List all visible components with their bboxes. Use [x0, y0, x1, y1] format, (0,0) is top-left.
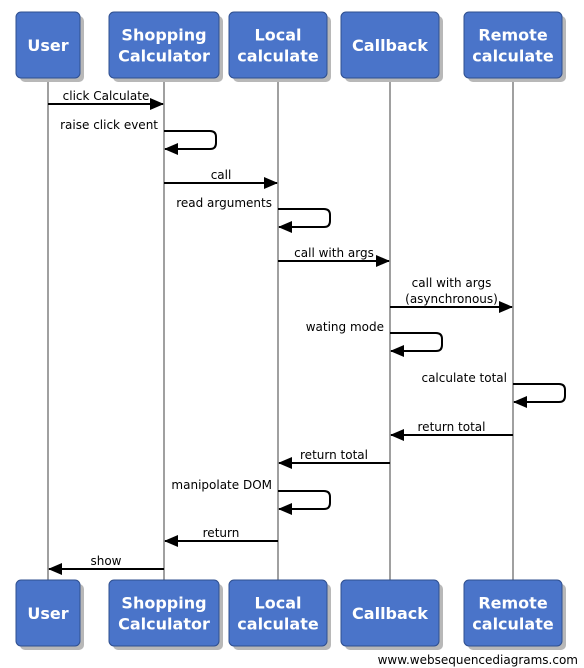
message-label: wating mode: [306, 320, 384, 334]
message-7: wating mode: [306, 320, 443, 357]
footer-credit: www.websequencediagrams.com: [377, 653, 578, 667]
participant-box: [228, 11, 328, 79]
self-message-arrow: [278, 208, 331, 233]
participant-label: User: [27, 36, 68, 55]
participant-local-calculate-top: Local calculate: [228, 11, 331, 82]
message-label: (asynchronous): [405, 292, 498, 306]
participant-box: [463, 579, 563, 647]
participant-label: Calculator: [118, 615, 210, 634]
self-message-arrow: [278, 490, 331, 515]
message-label: return: [203, 526, 240, 540]
participant-label: calculate: [472, 615, 554, 634]
participant-box: [108, 11, 220, 79]
participant-user-bottom: User: [15, 579, 84, 650]
message-3: call: [164, 168, 278, 189]
message-13: show: [48, 554, 164, 575]
message-4: read arguments: [176, 196, 331, 233]
participant-label: Local: [255, 26, 302, 45]
participant-label: calculate: [237, 47, 319, 66]
participant-box: [340, 11, 440, 79]
message-label: show: [90, 554, 121, 568]
participant-label: User: [27, 604, 68, 623]
message-8: calculate total: [421, 371, 566, 408]
participant-callback-bottom: Callback: [340, 579, 443, 650]
participant-label: Local: [255, 594, 302, 613]
participant-label: Shopping: [121, 26, 206, 45]
participant-user-top: User: [15, 11, 84, 82]
participant-label: calculate: [472, 47, 554, 66]
participant-label: Calculator: [118, 47, 210, 66]
message-12: return: [164, 526, 278, 547]
message-label: calculate total: [421, 371, 507, 385]
message-label: call: [211, 168, 232, 182]
message-2: raise click event: [60, 118, 217, 155]
message-label: raise click event: [60, 118, 158, 132]
participant-box: [15, 579, 81, 647]
message-9: return total: [390, 420, 513, 441]
participant-label: Callback: [352, 604, 428, 623]
participant-label: Remote: [478, 26, 547, 45]
message-label: read arguments: [176, 196, 272, 210]
message-11: manipolate DOM: [171, 478, 331, 515]
participant-remote-calculate-bottom: Remote calculate: [463, 579, 566, 650]
message-label: manipolate DOM: [171, 478, 272, 492]
self-message-arrow: [390, 332, 443, 357]
self-message-arrow: [164, 130, 217, 155]
participant-box: [108, 579, 220, 647]
message-10: return total: [278, 448, 390, 469]
message-5: call with args: [278, 246, 390, 267]
participant-box: [228, 579, 328, 647]
participant-box: [15, 11, 81, 79]
message-label: call with args: [412, 276, 492, 290]
participant-label: calculate: [237, 615, 319, 634]
participant-label: Shopping: [121, 594, 206, 613]
message-label: call with args: [294, 246, 374, 260]
participant-box: [463, 11, 563, 79]
participant-local-calculate-bottom: Local calculate: [228, 579, 331, 650]
message-label: return total: [418, 420, 486, 434]
participant-label: Callback: [352, 36, 428, 55]
participant-label: Remote: [478, 594, 547, 613]
message-6: call with args (asynchronous): [390, 276, 513, 313]
participant-box: [340, 579, 440, 647]
participant-remote-calculate-top: Remote calculate: [463, 11, 566, 82]
message-label: click Calculate: [63, 89, 150, 103]
message-1: click Calculate: [48, 89, 164, 110]
participant-callback-top: Callback: [340, 11, 443, 82]
self-message-arrow: [513, 383, 566, 408]
message-label: return total: [300, 448, 368, 462]
